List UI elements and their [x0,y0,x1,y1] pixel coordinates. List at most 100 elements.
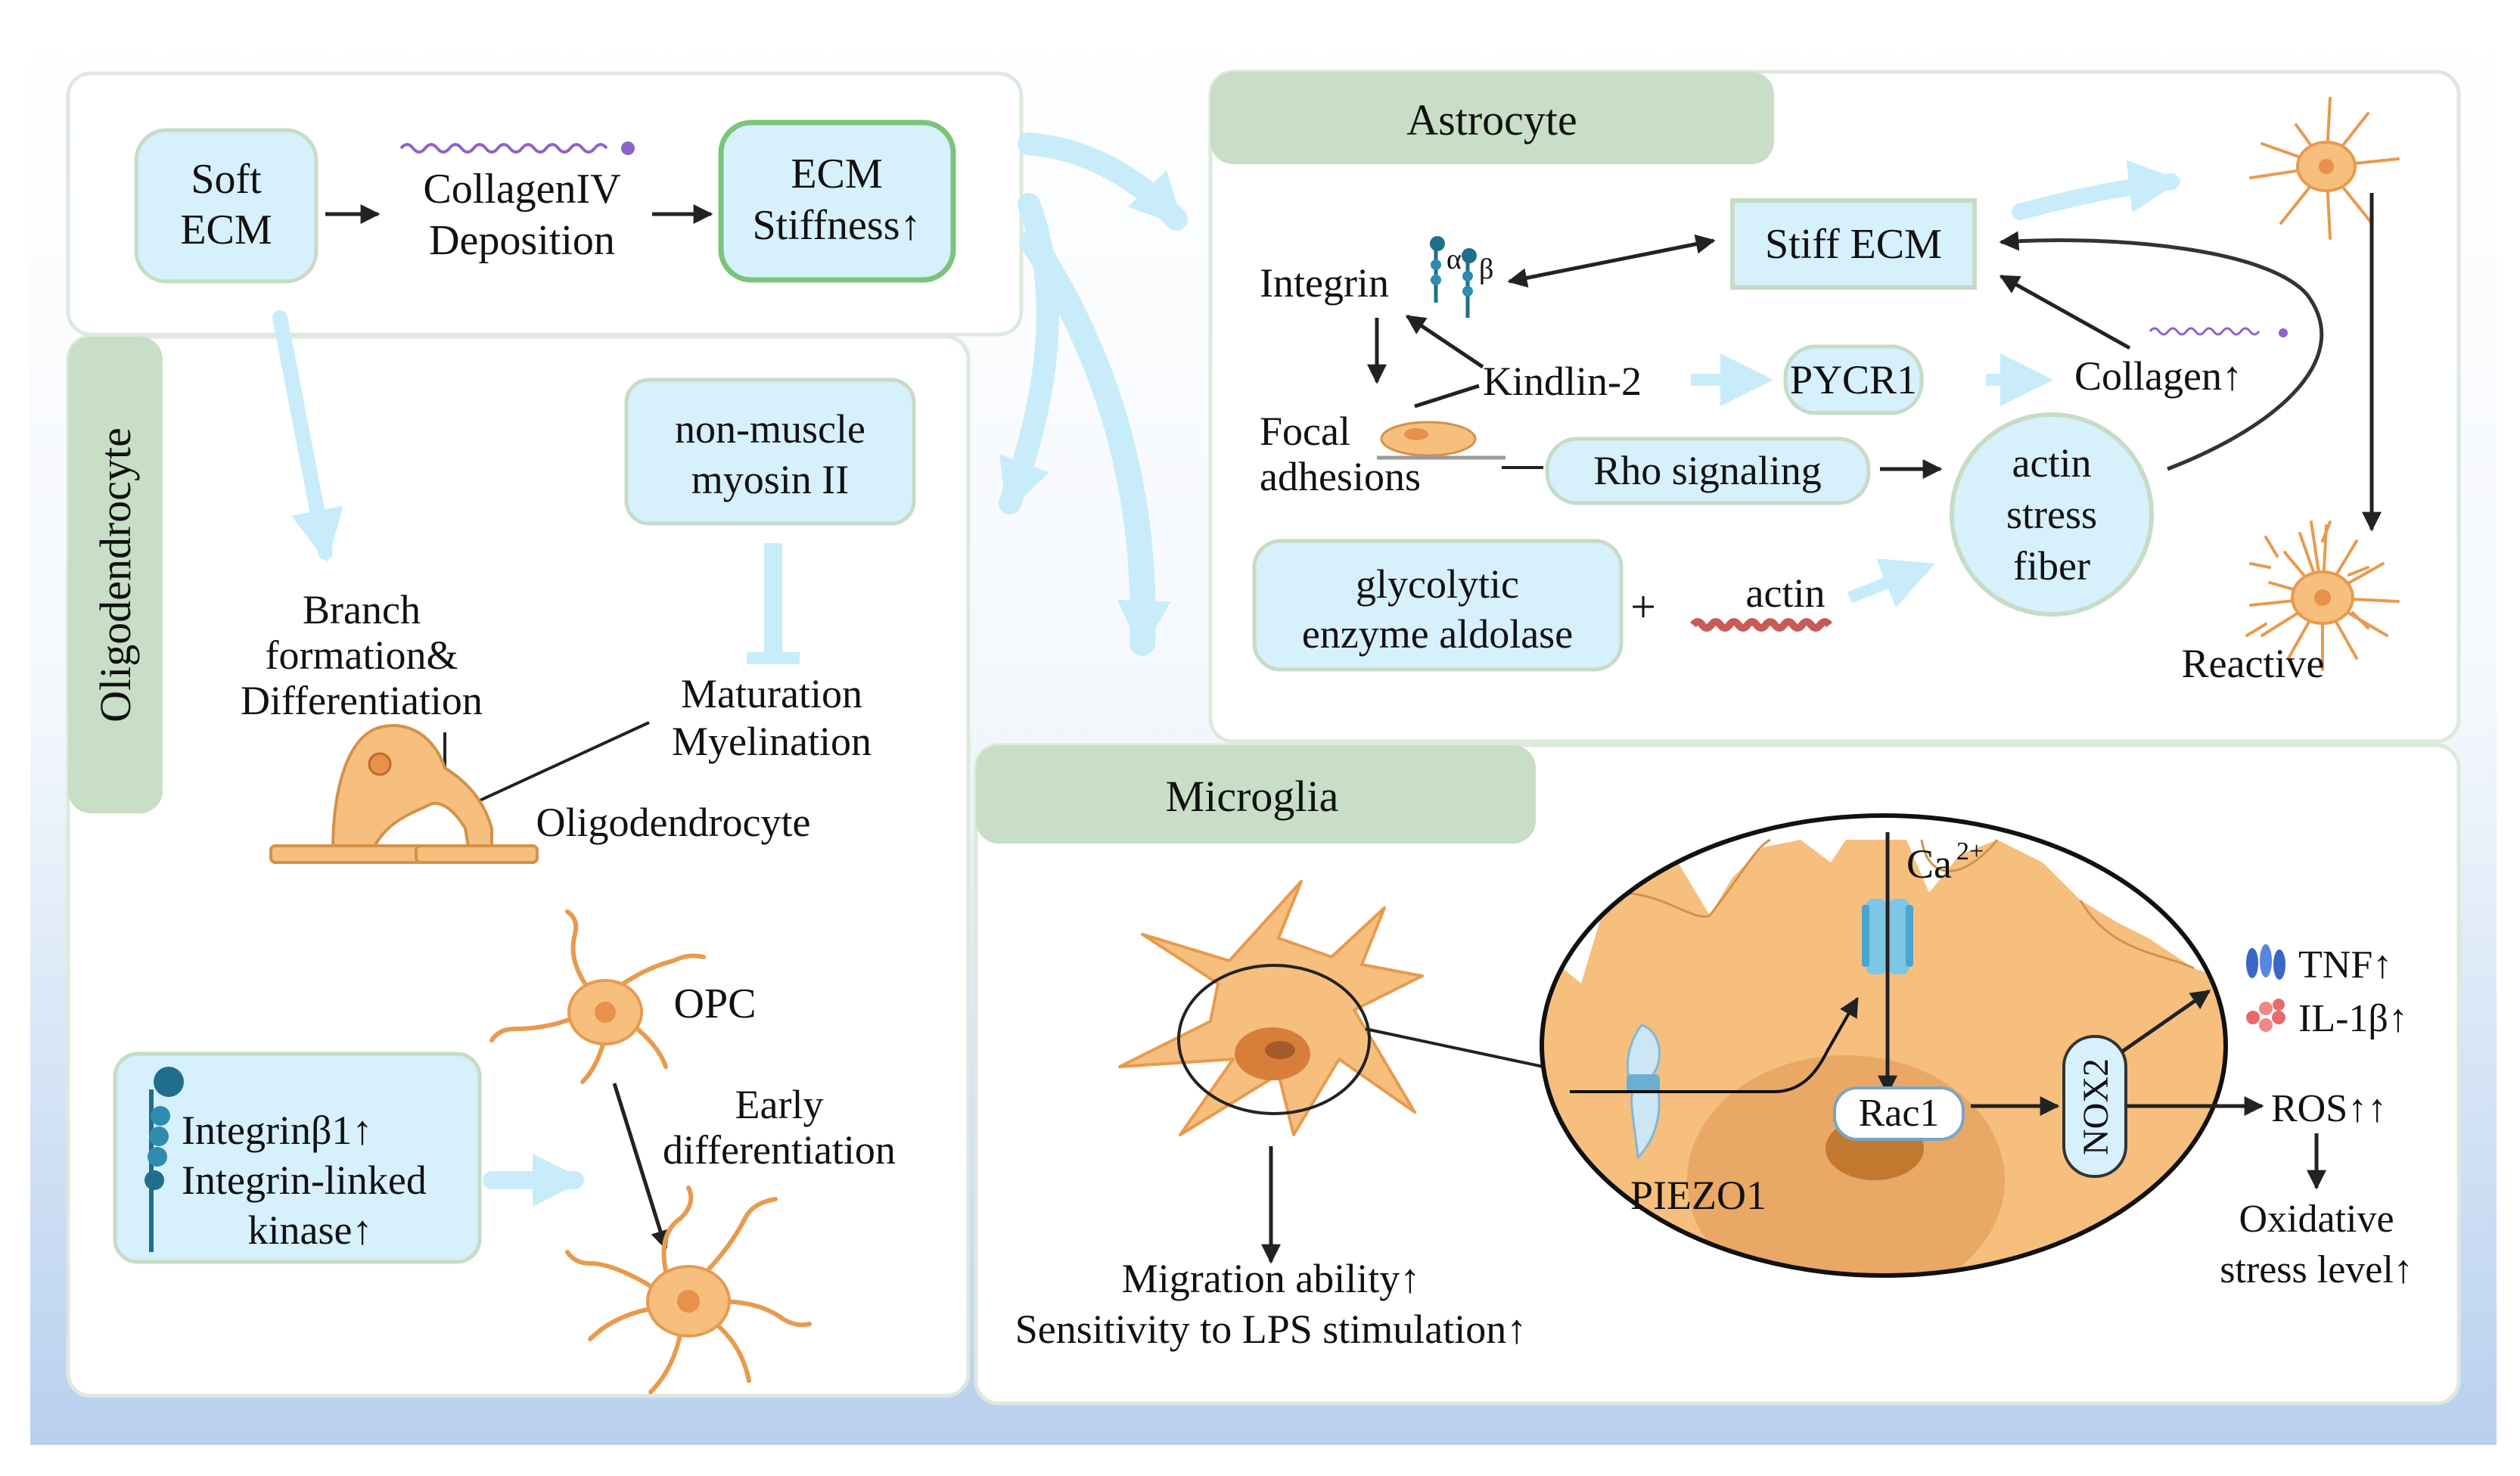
maturation-label-2: Myelination [672,719,872,764]
actin-filament-icon [1690,618,1832,632]
piezo1-label: PIEZO1 [1630,1173,1766,1218]
pycr1-label: PYCR1 [1790,357,1917,402]
integrin-alpha-beta-icon [1430,236,1477,318]
arrow-fiber-to-stiff-ecm [1999,231,2324,471]
focal-label-1: Focal [1260,409,1350,454]
integrin-label: Integrin [1260,260,1389,306]
arrow-piezo1-to-channel [1570,996,1859,1093]
glycolytic-box [1252,539,1624,672]
soft-ecm-box [134,128,318,284]
myosin-box [624,378,916,526]
microglia-title: Microglia [1166,772,1339,821]
maturation-label-1: Maturation [681,671,862,716]
microglia-header [976,745,1536,844]
branch-label-2: formation& [266,632,458,678]
rac1-label: Rac1 [1859,1092,1940,1135]
actin-label: actin [1746,570,1826,616]
nox2-box [2062,1035,2127,1178]
microglia-zoom-circle [1177,964,1371,1115]
ca-label: Ca [1906,841,1952,887]
oligodendrocyte-title: Oligodendrocyte [91,427,140,722]
oligodendrocyte-header [68,337,163,813]
early-label-2: differentiation [663,1127,896,1173]
rho-signaling-box [1545,437,1871,505]
integrin-box-label-3: kinase↑ [248,1207,373,1253]
tnf-icon [2246,944,2285,980]
flow-arrows [272,132,2182,1207]
astrocyte-header [1210,72,1774,164]
ros-label: ROS↑↑ [2271,1087,2387,1130]
integrin-receptor-icon [144,1067,184,1252]
oligodendrocyte-cell-label: Oligodendrocyte [536,800,811,845]
collagen-label: Collagen↑ [2074,353,2242,399]
tnf-label: TNF↑ [2298,943,2392,987]
soft-ecm-label-1: Soft [191,156,262,203]
early-label-1: Early [735,1082,824,1127]
collagen-fiber-icon [399,143,608,154]
beta-label: β [1479,253,1493,285]
focal-adhesion-cell-icon [1377,421,1505,460]
oxidative-label-2: stress level↑ [2220,1248,2413,1291]
opc-cell-icon [489,909,706,1084]
soft-ecm-label-2: ECM [180,207,272,253]
opc-label: OPC [674,980,757,1027]
il1b-icon [2246,999,2285,1032]
collagen-deposition-label-1: CollagenIV [423,166,620,213]
calcium-channel-icon [1862,899,1913,974]
astro-collagen-fiber-icon [2149,327,2261,336]
glycolytic-label-1: glycolytic [1356,561,1519,607]
astro-collagen-fiber-end-icon [2279,328,2288,337]
fiber-label-3: fiber [2013,543,2090,589]
actin-stress-fiber-circle [1950,412,2154,617]
rho-label: Rho signaling [1593,448,1822,493]
oxidative-label-1: Oxidative [2239,1198,2394,1241]
integrin-box-label-1: Integrinβ1↑ [182,1108,372,1153]
ecm-stiffness-box [718,120,956,283]
flow-arrow-to-microglia [1020,229,1170,656]
reactive-astrocyte-icon [2245,520,2400,671]
fiber-label-2: stress [2006,492,2097,537]
flow-arrow-soft-to-branch [272,310,343,563]
sensitivity-label: Sensitivity to LPS stimulation↑ [1015,1307,1527,1352]
glycolytic-label-2: enzyme aldolase [1302,611,1573,657]
ca-superscript: 2+ [1956,837,1984,865]
maturation-pointer-line [476,721,650,803]
integrin-b1-box [113,1052,482,1264]
flow-arrow-to-astrocyte [1018,132,1188,231]
collagen-fiber-end-icon [621,141,635,155]
differentiated-oligodendrocyte-icon [565,1185,812,1394]
arrow-nox2-to-cytokines [2121,989,2211,1054]
fiber-label-1: actin [2012,440,2092,486]
plus-sign: + [1630,582,1656,632]
arrow-actin-to-fiber [1847,558,1935,608]
arrow-kindlin-to-integrin [1405,314,1484,369]
flow-arrow-stiff-to-astrocyte [2012,160,2182,220]
pycr1-box [1783,344,1924,415]
zoom-connector-line [1365,1027,1544,1068]
il1b-label: IL-1β↑ [2298,997,2408,1040]
migration-label: Migration ability↑ [1122,1256,1420,1301]
line-kindlin-to-focal [1414,384,1480,409]
reactive-label: Reactive [2182,641,2325,686]
focal-label-2: adhesions [1260,454,1421,499]
myosin-label-1: non-muscle [675,406,865,452]
collagen-deposition-label-2: Deposition [429,217,615,264]
kindlin-label: Kindlin-2 [1483,359,1642,404]
myosin-label-2: myosin II [691,457,850,502]
stiff-ecm-label: Stiff ECM [1765,221,1942,268]
integrin-box-label-2: Integrin-linked [182,1157,427,1203]
astrocyte-title: Astrocyte [1406,95,1577,144]
arrow-opc-to-differentiated [612,1083,670,1251]
stiff-ecm-box [1730,198,1977,290]
ecm-stiffness-label-1: ECM [791,151,882,197]
branch-label-1: Branch [303,587,421,632]
arrow-collagen-to-stiff-ecm [1999,274,2131,350]
branch-label-3: Differentiation [241,678,483,723]
alpha-label: α [1446,244,1462,275]
ecm-stiffness-label-2: Stiffness↑ [753,202,921,249]
astrocyte-cell-icon [2249,97,2400,240]
arrow-integrin-stiff-ecm [1507,234,1716,288]
rac1-box [1833,1086,1965,1141]
